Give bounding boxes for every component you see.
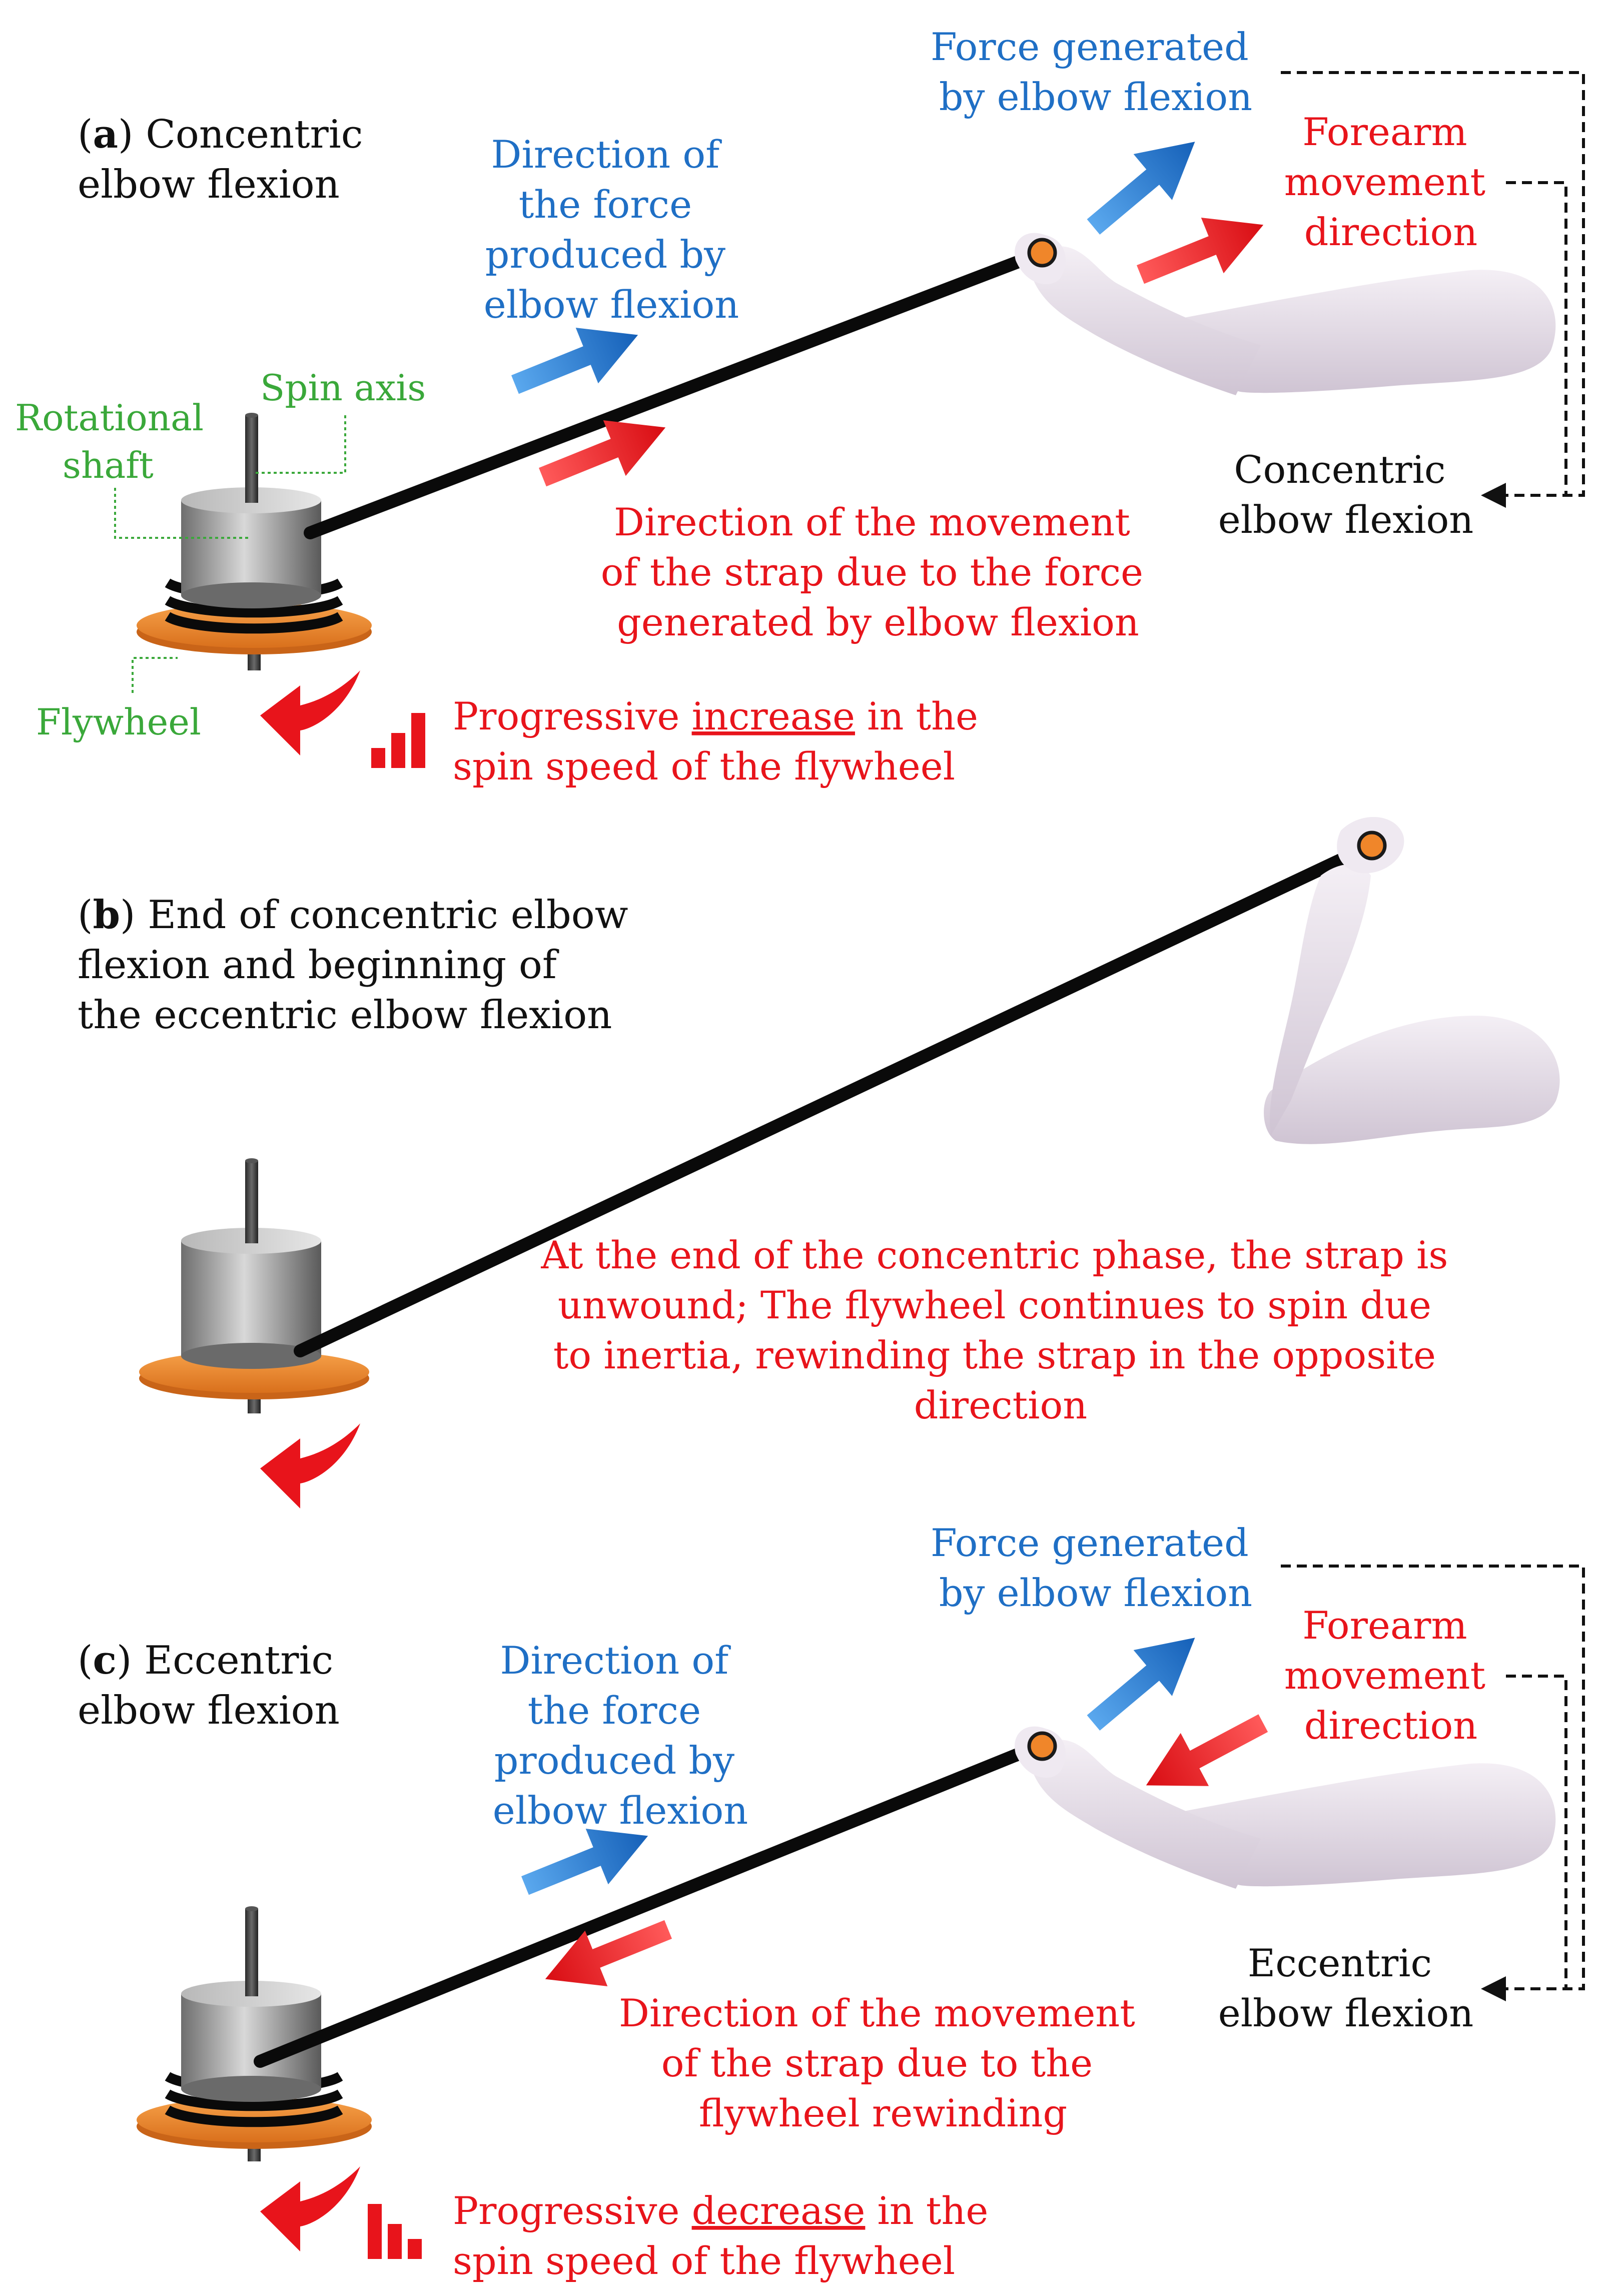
- forearm: [1031, 1740, 1261, 1889]
- connector-arrowhead: [1481, 1976, 1506, 2001]
- speed-change-text: Progressive decrease in the: [453, 2188, 988, 2233]
- rotational-shaft-label-line2: shaft: [63, 444, 154, 486]
- forearm: [1031, 246, 1261, 395]
- flywheel-label: Flywheel: [36, 701, 201, 743]
- strap: [304, 248, 1045, 539]
- result-text: Eccentric elbow flexion: [1218, 1941, 1473, 2035]
- speed-bar-3: [408, 2239, 422, 2259]
- strap-movement-text: Direction of the movement of the strap d…: [601, 500, 1155, 644]
- force-generated-text: Force generated by elbow flexion: [931, 25, 1261, 119]
- spool-bottom: [181, 582, 321, 608]
- connector-outer: [1281, 71, 1585, 497]
- panel-c-title-line2: elbow flexion: [78, 1688, 340, 1733]
- shaft-tip: [245, 413, 258, 418]
- panel-b: (b) End of concentric elbow flexion and …: [78, 817, 1560, 1508]
- rotational-shaft-leader: [114, 488, 250, 539]
- forearm-movement-arrow: [1132, 1696, 1277, 1812]
- panel-a-title-line2: elbow flexion: [78, 162, 340, 207]
- decrease-bars-icon: [368, 2204, 422, 2259]
- spool-bottom: [181, 2076, 321, 2102]
- shaft-tip: [245, 1158, 258, 1163]
- strap-handle: [1027, 238, 1057, 268]
- panel-c-title: (c) Eccentric: [78, 1638, 333, 1683]
- force-generated-text: Force generated by elbow flexion: [931, 1520, 1261, 1615]
- shaft-tip: [245, 1906, 258, 1911]
- forearm-direction-text: Forearm movement direction: [1284, 110, 1497, 254]
- panel-b-title-line3: the eccentric elbow flexion: [78, 993, 612, 1038]
- force-generated-arrow: [1074, 119, 1214, 250]
- spool-cylinder: [181, 500, 321, 595]
- shaft-top: [245, 415, 258, 503]
- spin-axis-label: Spin axis: [260, 367, 426, 409]
- spin-arrow: [260, 2166, 360, 2251]
- spin-arrow: [260, 670, 360, 755]
- connector-outer: [1281, 1565, 1585, 1990]
- speed-bar-3: [411, 713, 425, 768]
- connector-inner: [1506, 1675, 1567, 1989]
- forearm-direction-text: Forearm movement direction: [1284, 1603, 1497, 1748]
- flywheel-assembly-b: [139, 1158, 369, 1413]
- panel-b-title: (b) End of concentric elbow: [78, 892, 628, 938]
- shaft-top: [245, 1909, 258, 1996]
- force-direction-text: Direction of the force produced by elbow…: [493, 1638, 748, 1833]
- speed-bar-2: [391, 733, 405, 768]
- label-leaders: [114, 415, 346, 693]
- speed-bar-1: [371, 748, 385, 768]
- speed-change-text-line2: spin speed of the flywheel: [453, 2238, 955, 2283]
- forearm: [1270, 864, 1371, 1136]
- connector-arrowhead: [1481, 483, 1506, 508]
- panel-c: (c) Eccentric elbow flexion: [78, 1520, 1585, 2283]
- connector-inner: [1506, 181, 1567, 495]
- speed-change-text: Progressive increase in the: [453, 694, 978, 738]
- arm-a: [1015, 233, 1556, 395]
- upper-arm: [1264, 1016, 1560, 1144]
- forearm-movement-arrow: [1129, 197, 1275, 303]
- strap-movement-text: Direction of the movement of the strap d…: [619, 1991, 1147, 2135]
- panel-a-title: (a) Concentric: [78, 112, 363, 157]
- rotational-shaft-label: Rotational: [15, 397, 204, 439]
- speed-change-text-line2: spin speed of the flywheel: [453, 744, 955, 789]
- spin-arrow: [260, 1423, 360, 1508]
- panel-b-title-line2: flexion and beginning of: [78, 943, 559, 988]
- strap-handle: [1357, 831, 1387, 861]
- panel-a: (a) Concentric elbow flexion: [15, 25, 1585, 789]
- rewind-note: At the end of the concentric phase, the …: [540, 1233, 1460, 1427]
- spool-bottom: [181, 1343, 321, 1369]
- arm-c: [1015, 1726, 1556, 1889]
- force-generated-arrow: [1074, 1615, 1214, 1746]
- strap: [294, 839, 1377, 1357]
- arm-b: [1264, 817, 1560, 1144]
- shaft-top: [245, 1161, 258, 1243]
- force-direction-text: Direction of the force produced by elbow…: [484, 132, 739, 327]
- flywheel-assembly-a: [137, 413, 372, 670]
- dashed-connectors-a: [1281, 71, 1585, 497]
- speed-bar-1: [368, 2204, 382, 2259]
- strap: [254, 1740, 1045, 2068]
- strap-handle: [1027, 1731, 1057, 1761]
- spin-axis-leader: [253, 415, 346, 474]
- spool-cylinder: [181, 1241, 321, 1356]
- dashed-connectors-c: [1281, 1565, 1585, 1990]
- increase-bars-icon: [371, 713, 425, 768]
- flywheel-leader: [132, 657, 178, 693]
- speed-bar-2: [388, 2224, 402, 2259]
- result-text: Concentric elbow flexion: [1218, 447, 1473, 542]
